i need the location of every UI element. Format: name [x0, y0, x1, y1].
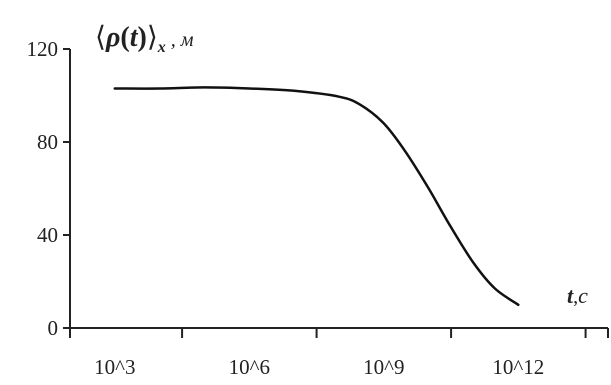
x-tick-label: 10^3 — [94, 355, 135, 379]
series — [113, 86, 520, 307]
y-axis-label: ⟨ρ(t)⟩x , м — [95, 22, 194, 56]
x-axis-label: t,c — [567, 283, 588, 308]
axes — [69, 49, 608, 329]
x-tick-label: 10^6 — [229, 355, 270, 379]
y-tick-label: 0 — [48, 316, 59, 340]
x-tick-label: 10^12 — [492, 355, 544, 379]
y-tick-label: 80 — [37, 130, 58, 154]
x-tick-label: 10^9 — [363, 355, 404, 379]
y-tick-label: 40 — [37, 223, 58, 247]
labels: ⟨ρ(t)⟩x , м t,c — [95, 22, 588, 308]
y-tick-label: 120 — [27, 37, 59, 61]
ticks: 0 40 80 120 10^3 10^6 10^9 10^12 — [27, 37, 609, 379]
series-line — [113, 86, 520, 307]
